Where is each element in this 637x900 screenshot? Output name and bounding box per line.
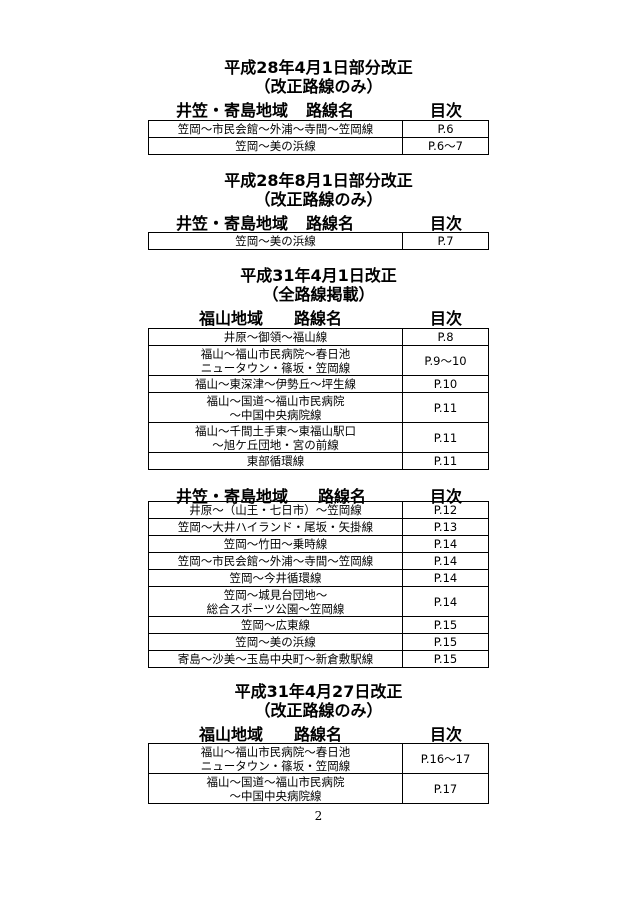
route-cell: 笠岡～広東線 [148,616,403,634]
section-title: 平成28年8月1日部分改正 [224,171,413,190]
route-cell: 福山～国道～福山市民病院～中国中央病院線 [148,392,403,423]
route-cell: 笠岡～美の浜線 [148,137,403,155]
page-cell: P.10 [402,375,489,393]
page-cell: P.6 [402,120,489,138]
route-cell: 笠岡～美の浜線 [148,633,403,651]
route-cell: 井原～御領～福山線 [148,328,403,346]
route-name-label: 路線名 [294,309,343,328]
section-subtitle: （改正路線のみ） [254,77,383,96]
route-cell: 笠岡～美の浜線 [148,232,403,250]
table-row: 笠岡～市民会館～外浦～寺間～笠岡線 P.6 [148,120,489,138]
region-label: 福山地域 [199,725,264,744]
revision-section-2019-04-kasaoka: 井笠・寄島地域 路線名 目次 井原～（山王・七日市）～笠岡線 P.12 笠岡～大… [0,482,637,668]
table-row: 寄島～沙美～玉島中央町～新倉敷駅線 P.15 [148,650,489,668]
page-cell: P.11 [402,392,489,423]
route-cell: 笠岡～竹田～乗時線 [148,535,403,553]
table-row: 福山～福山市民病院～春日池ニュータウン・篠坂・笠岡線 P.9～10 [148,345,489,376]
page-cell: P.14 [402,535,489,553]
table-row: 福山～福山市民病院～春日池ニュータウン・篠坂・笠岡線 P.16～17 [148,743,489,774]
route-cell: 福山～福山市民病院～春日池ニュータウン・篠坂・笠岡線 [148,743,403,774]
page-cell: P.6～7 [402,137,489,155]
route-cell: 福山～東深津～伊勢丘～坪生線 [148,375,403,393]
toc-label: 目次 [430,309,463,328]
section-title: 平成31年4月27日改正 [234,682,403,701]
table-row: 福山～国道～福山市民病院～中国中央病院線 P.17 [148,773,489,804]
toc-label: 目次 [430,101,463,120]
page-cell: P.11 [402,422,489,453]
table-row: 笠岡～竹田～乗時線 P.14 [148,535,489,553]
route-table: 笠岡～市民会館～外浦～寺間～笠岡線 P.6 笠岡～美の浜線 P.6～7 [148,120,489,155]
route-table: 井原～御領～福山線 P.8 福山～福山市民病院～春日池ニュータウン・篠坂・笠岡線… [148,328,489,470]
page-cell: P.11 [402,452,489,470]
page-cell: P.14 [402,552,489,570]
table-row: 笠岡～市民会館～外浦～寺間～笠岡線 P.14 [148,552,489,570]
table-row: 井原～御領～福山線 P.8 [148,328,489,346]
table-row: 福山～国道～福山市民病院～中国中央病院線 P.11 [148,392,489,423]
revision-section-2019-04: 平成31年4月1日改正 （全路線掲載） 福山地域 路線名 目次 井原～御領～福山… [0,266,637,470]
page-cell: P.13 [402,518,489,536]
page-cell: P.15 [402,616,489,634]
page-cell: P.8 [402,328,489,346]
route-cell: 福山～千間土手東～東福山駅口～旭ケ丘団地・宮の前線 [148,422,403,453]
table-row: 井原～（山王・七日市）～笠岡線 P.12 [148,501,489,519]
route-cell: 福山～福山市民病院～春日池ニュータウン・篠坂・笠岡線 [148,345,403,376]
page-cell: P.15 [402,633,489,651]
table-header: 井笠・寄島地域 路線名 目次 [0,96,637,120]
route-table: 笠岡～美の浜線 P.7 [148,232,489,250]
route-cell: 笠岡～市民会館～外浦～寺間～笠岡線 [148,120,403,138]
route-cell: 笠岡～今井循環線 [148,569,403,587]
table-header: 井笠・寄島地域 路線名 目次 [0,209,637,233]
table-header: 福山地域 路線名 目次 [0,304,637,328]
table-row: 笠岡～美の浜線 P.15 [148,633,489,651]
region-label: 井笠・寄島地域 [176,214,289,233]
route-cell: 寄島～沙美～玉島中央町～新倉敷駅線 [148,650,403,668]
route-table: 福山～福山市民病院～春日池ニュータウン・篠坂・笠岡線 P.16～17 福山～国道… [148,743,489,804]
route-name-label: 路線名 [306,101,355,120]
table-row: 笠岡～大井ハイランド・尾坂・矢掛線 P.13 [148,518,489,536]
table-row: 笠岡～美の浜線 P.6～7 [148,137,489,155]
page-cell: P.9～10 [402,345,489,376]
table-row: 笠岡～城見台団地～総合スポーツ公園～笠岡線 P.14 [148,586,489,617]
page-cell: P.17 [402,773,489,804]
section-subtitle: （改正路線のみ） [254,190,383,209]
page-cell: P.12 [402,501,489,519]
revision-section-2019-04-27: 平成31年4月27日改正 （改正路線のみ） 福山地域 路線名 目次 福山～福山市… [0,682,637,804]
section-title: 平成28年4月1日部分改正 [224,58,413,77]
route-cell: 笠岡～城見台団地～総合スポーツ公園～笠岡線 [148,586,403,617]
toc-label: 目次 [430,214,463,233]
route-name-label: 路線名 [294,725,343,744]
table-row: 笠岡～美の浜線 P.7 [148,232,489,250]
table-row: 福山～東深津～伊勢丘～坪生線 P.10 [148,375,489,393]
page-number: 2 [314,809,323,823]
revision-section-2016-04: 平成28年4月1日部分改正 （改正路線のみ） 井笠・寄島地域 路線名 目次 笠岡… [0,58,637,155]
page-cell: P.15 [402,650,489,668]
table-row: 東部循環線 P.11 [148,452,489,470]
page-cell: P.16～17 [402,743,489,774]
route-cell: 笠岡～市民会館～外浦～寺間～笠岡線 [148,552,403,570]
section-subtitle: （全路線掲載） [262,285,375,304]
route-cell: 井原～（山王・七日市）～笠岡線 [148,501,403,519]
table-row: 笠岡～今井循環線 P.14 [148,569,489,587]
page-cell: P.14 [402,569,489,587]
page-cell: P.7 [402,232,489,250]
table-row: 笠岡～広東線 P.15 [148,616,489,634]
toc-label: 目次 [430,725,463,744]
route-cell: 笠岡～大井ハイランド・尾坂・矢掛線 [148,518,403,536]
page-cell: P.14 [402,586,489,617]
route-cell: 東部循環線 [148,452,403,470]
revision-section-2016-08: 平成28年8月1日部分改正 （改正路線のみ） 井笠・寄島地域 路線名 目次 笠岡… [0,171,637,250]
route-table: 井原～（山王・七日市）～笠岡線 P.12 笠岡～大井ハイランド・尾坂・矢掛線 P… [148,501,489,668]
section-title: 平成31年4月1日改正 [240,266,397,285]
table-header: 福山地域 路線名 目次 [0,720,637,744]
route-name-label: 路線名 [306,214,355,233]
section-subtitle: （改正路線のみ） [254,701,383,720]
table-row: 福山～千間土手東～東福山駅口～旭ケ丘団地・宮の前線 P.11 [148,422,489,453]
region-label: 井笠・寄島地域 [176,101,289,120]
route-cell: 福山～国道～福山市民病院～中国中央病院線 [148,773,403,804]
region-label: 福山地域 [199,309,264,328]
